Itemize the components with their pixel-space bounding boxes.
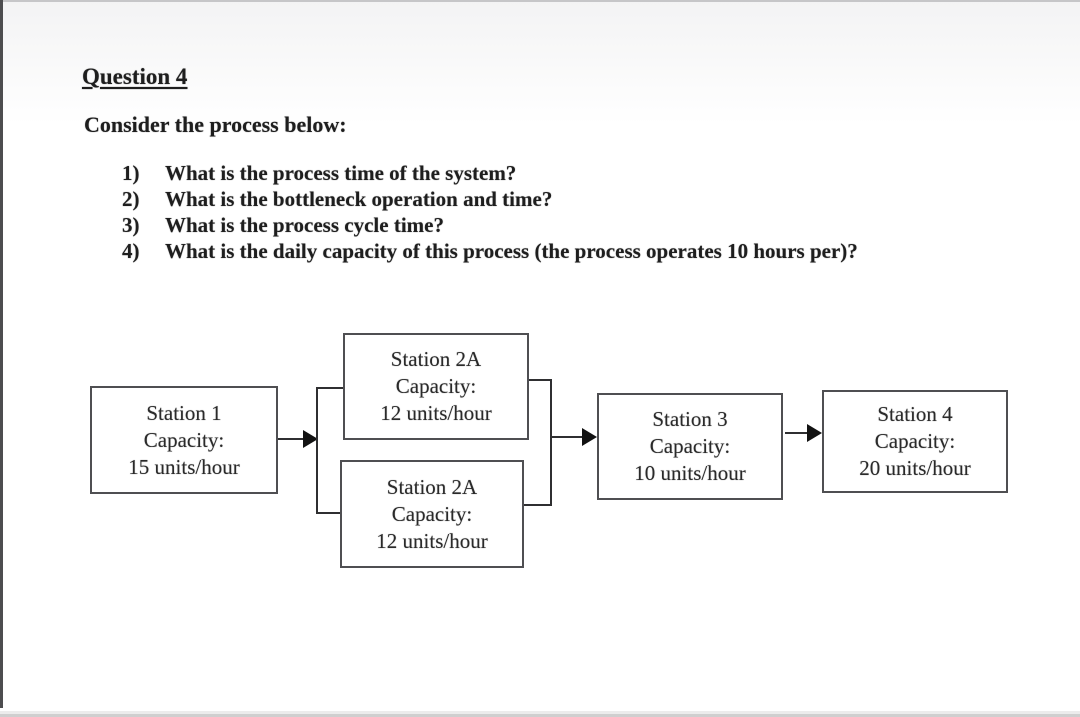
- question-number: 4): [122, 239, 140, 263]
- top-edge-line: [0, 0, 1080, 2]
- station-3-box: Station 3 Capacity: 10 units/hour: [597, 393, 783, 500]
- question-text: What is the bottleneck operation and tim…: [165, 187, 553, 211]
- station-capacity-label: Capacity:: [649, 434, 731, 458]
- station-capacity-label: Capacity:: [391, 501, 473, 526]
- intro-text: Consider the process below:: [84, 112, 347, 137]
- arrow-join-to-station3: [552, 436, 583, 438]
- station-name: Station 2A: [386, 474, 478, 499]
- left-edge-line: [0, 0, 3, 708]
- station-capacity-label: Capacity:: [874, 429, 956, 453]
- arrow-station1-to-fork: [278, 438, 306, 440]
- arrowhead-icon: [582, 428, 597, 446]
- question-item-1: 1) What is the process time of the syste…: [122, 160, 1002, 186]
- station-2a-bottom-box: Station 2A Capacity: 12 units/hour: [340, 460, 524, 568]
- bottom-edge-line: [0, 714, 1080, 717]
- station-name: Station 4: [877, 402, 953, 426]
- question-text: What is the process time of the system?: [165, 161, 517, 185]
- question-number: 2): [122, 187, 140, 211]
- station-capacity-label: Capacity:: [143, 427, 225, 452]
- fork-vertical-line: [316, 387, 318, 514]
- station-capacity-value: 20 units/hour: [859, 456, 971, 480]
- station-2a-top-box: Station 2A Capacity: 12 units/hour: [343, 333, 529, 440]
- question-number: 3): [122, 213, 140, 237]
- question-title: Question 4: [82, 64, 188, 89]
- station-name: Station 3: [652, 407, 728, 431]
- station-name: Station 2A: [390, 347, 482, 371]
- question-item-3: 3) What is the process cycle time?: [122, 212, 1002, 238]
- question-text: What is the daily capacity of this proce…: [165, 239, 858, 263]
- question-list: 1) What is the process time of the syste…: [122, 160, 1002, 264]
- station-capacity-label: Capacity:: [395, 374, 477, 398]
- station-capacity-value: 10 units/hour: [634, 461, 746, 485]
- station-capacity-value: 15 units/hour: [128, 454, 240, 479]
- arrowhead-icon: [807, 424, 822, 442]
- join-vertical-line: [550, 379, 552, 506]
- question-item-4: 4) What is the daily capacity of this pr…: [122, 238, 1002, 264]
- fork-bottom-connector: [316, 512, 340, 514]
- station-capacity-value: 12 units/hour: [376, 528, 488, 553]
- station-capacity-value: 12 units/hour: [380, 401, 492, 425]
- question-item-2: 2) What is the bottleneck operation and …: [122, 186, 1002, 212]
- arrowhead-icon: [303, 430, 318, 448]
- join-bottom-connector: [524, 504, 552, 506]
- question-number: 1): [122, 161, 140, 185]
- fork-top-connector: [316, 387, 343, 389]
- arrow-station3-to-station4: [785, 432, 809, 434]
- question-text: What is the process cycle time?: [165, 213, 444, 237]
- station-1-box: Station 1 Capacity: 15 units/hour: [90, 386, 278, 494]
- station-4-box: Station 4 Capacity: 20 units/hour: [822, 390, 1008, 493]
- join-top-connector: [529, 379, 552, 381]
- station-name: Station 1: [146, 400, 222, 425]
